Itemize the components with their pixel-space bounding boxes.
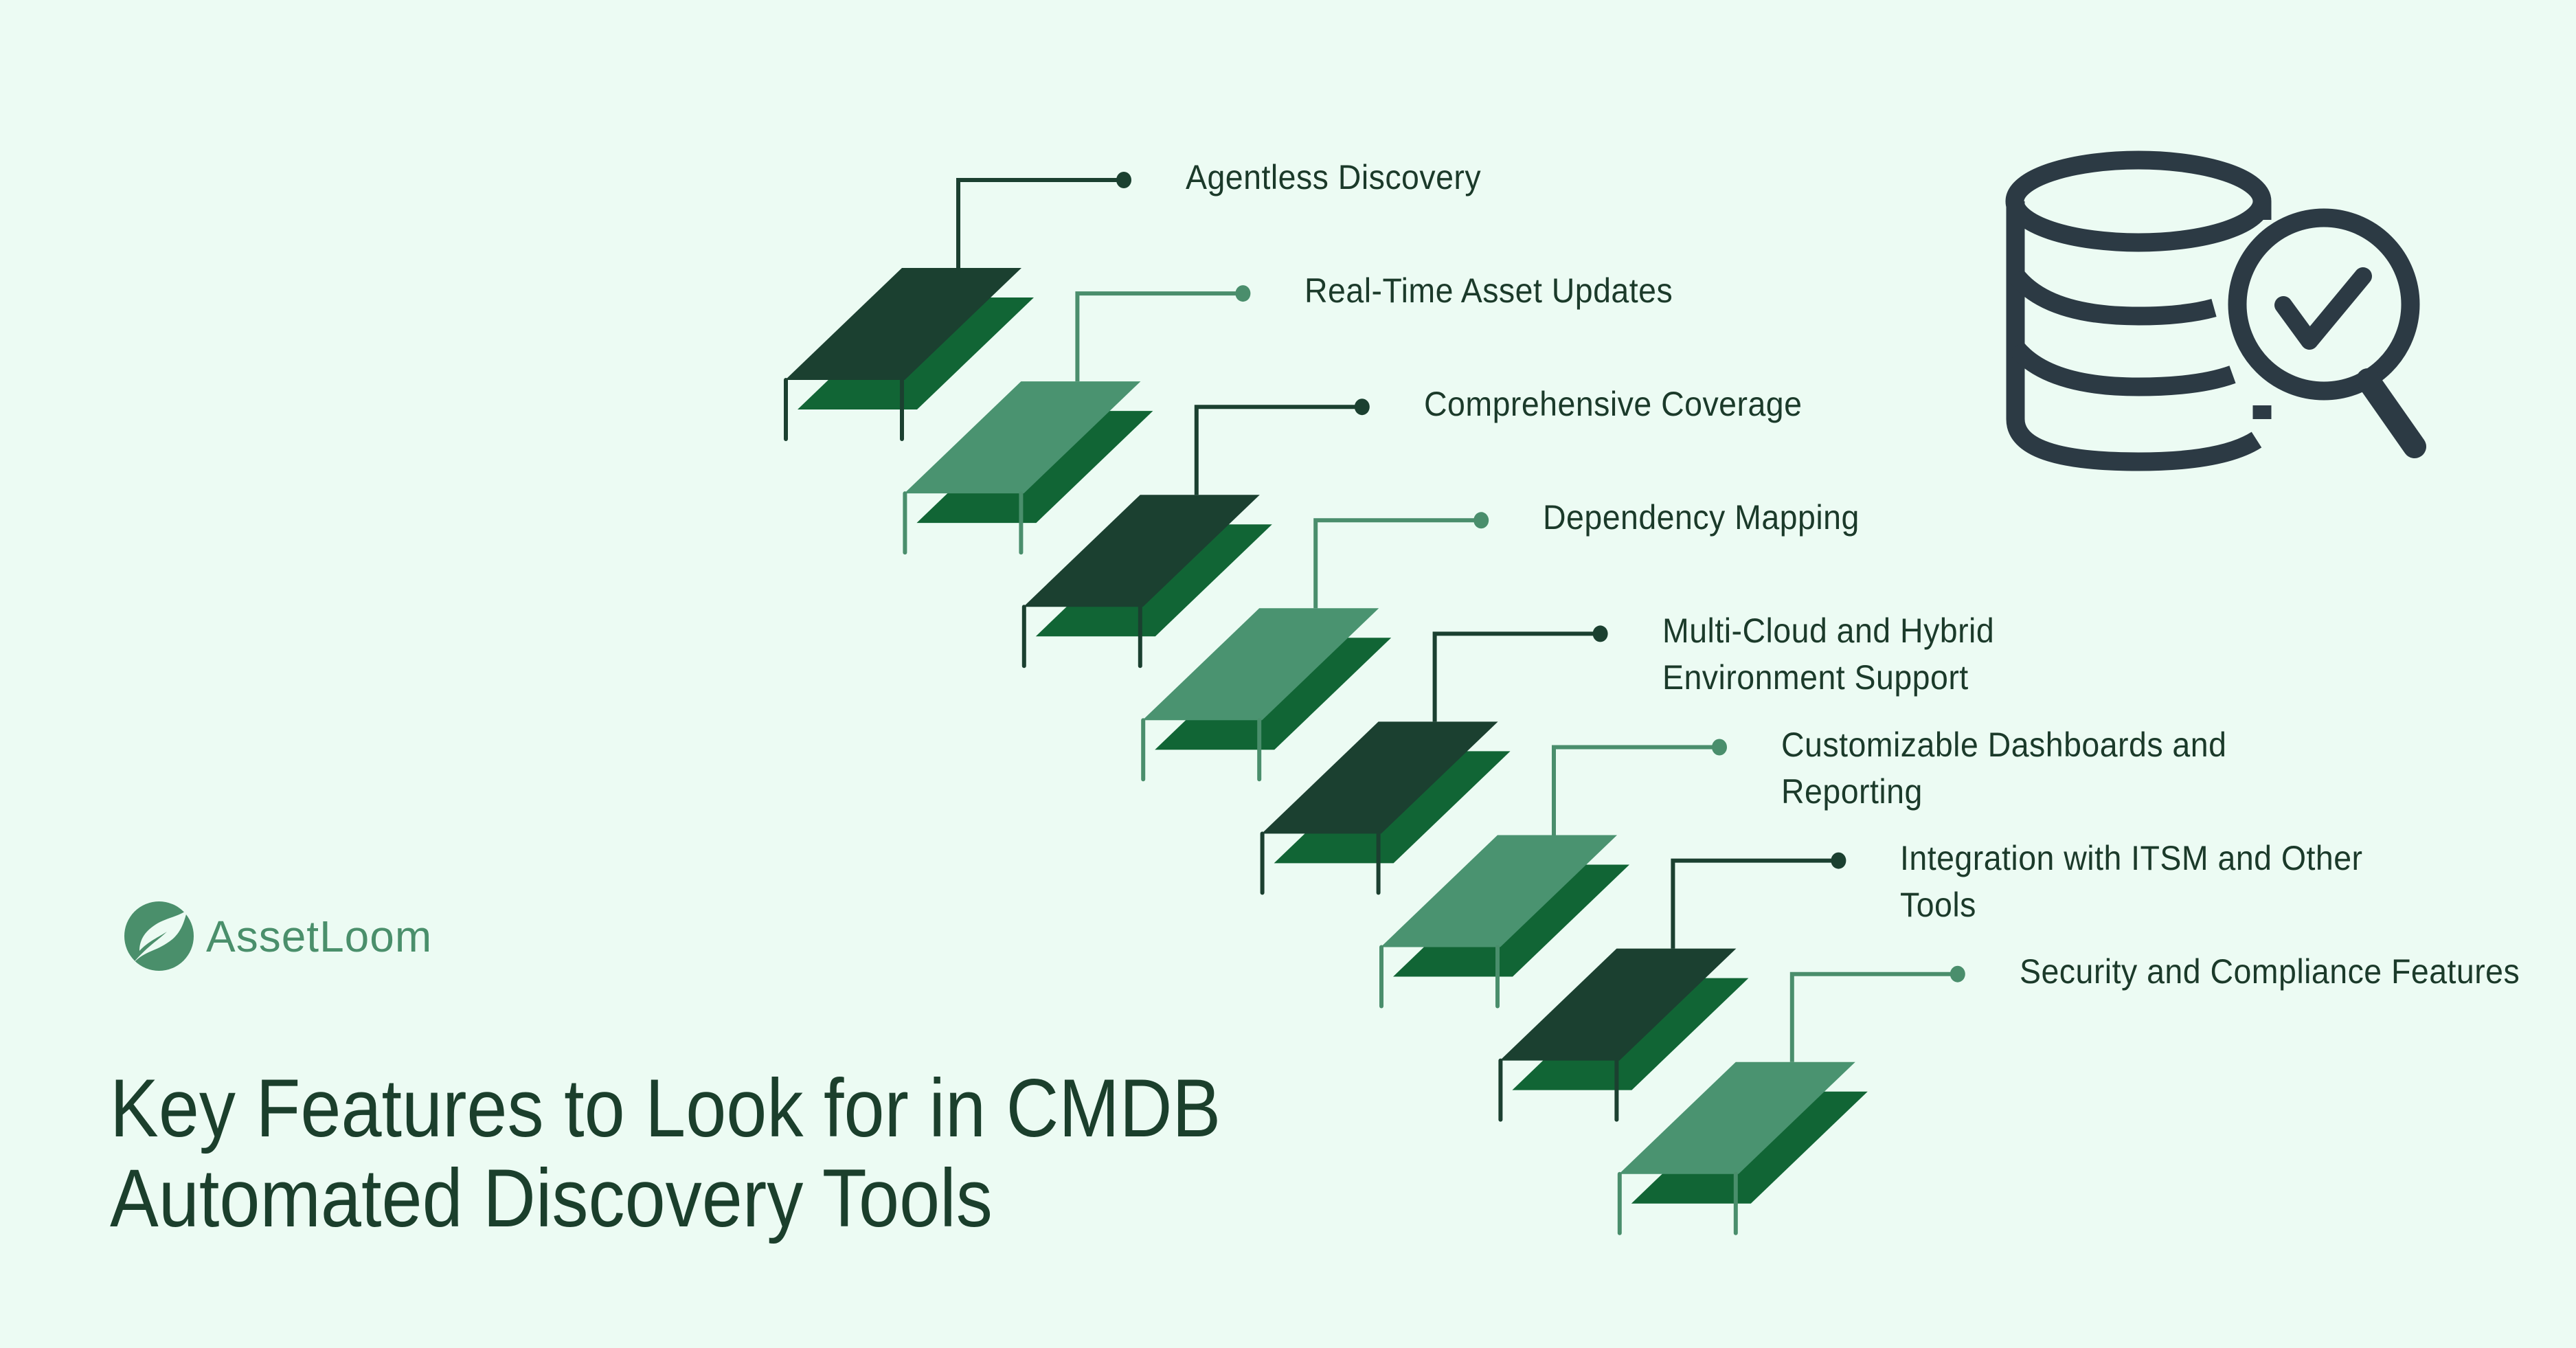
step-label-line: Comprehensive Coverage [1423,385,1803,424]
leaf-circle-icon [124,901,194,971]
step-label-line: Multi-Cloud and Hybrid [1662,611,1994,651]
step-2 [903,285,1251,555]
step-top [1142,608,1379,721]
step-label-line: Security and Compliance Features [2019,952,2520,991]
step-connector [1075,291,1243,382]
brand-logo: AssetLoom [124,901,432,971]
step-label-line: Agentless Discovery [1186,158,1482,196]
magnifier-handle [2356,368,2426,458]
step-label-line: Environment Support [1662,658,1969,697]
page-title: Key Features to Look for in CMDB Automat… [110,1064,1221,1244]
step-connector-dot [1950,965,1965,982]
step-label-line: Real-Time Asset Updates [1304,271,1673,311]
step-label-line: Tools [1900,885,1977,924]
step-connector [1671,858,1839,949]
step-3 [1021,398,1370,669]
step-connector-dot [1592,625,1608,642]
step-label-line: Integration with ITSM and Other [1900,838,2363,877]
step-connector-dot [1831,852,1846,869]
database-body [2006,201,2262,471]
step-label-8: Security and Compliance Features [2020,948,2520,995]
step-top [1261,721,1498,834]
step-label-1: Agentless Discovery [1186,154,1481,201]
step-connector [1313,518,1482,609]
step-1 [784,172,1131,441]
step-label-line: Dependency Mapping [1543,498,1860,537]
step-connector-dot [1354,398,1370,416]
steps-layer [784,172,1965,1235]
step-connector-dot [1116,172,1131,188]
database-search-check-icon [2005,150,2426,471]
step-connector [1194,405,1362,495]
step-top [785,268,1021,380]
step-4 [1141,512,1489,782]
step-connector-dot [1235,285,1251,302]
step-8 [1617,965,1965,1235]
page-title-line-1: Key Features to Look for in CMDB [110,1062,1221,1154]
step-7 [1498,852,1846,1122]
magnifier-ring [2228,208,2420,401]
step-top [904,381,1141,494]
step-connector [956,178,1124,268]
step-label-3: Comprehensive Coverage [1424,381,1802,427]
step-connector-dot [1712,739,1727,756]
page-title-line-2: Automated Discovery Tools [110,1152,993,1244]
step-top [1500,948,1737,1061]
step-top [1618,1061,1855,1174]
check-mark-icon [2274,267,2372,350]
step-connector-dot [1473,512,1489,529]
database-band-2 [2008,341,2236,396]
database-band-1 [2008,269,2217,326]
step-6 [1379,739,1727,1009]
database-top-ellipse [2005,150,2272,252]
step-label-4: Dependency Mapping [1543,494,1860,541]
step-connector [1432,631,1601,722]
step-top [1023,495,1260,607]
step-top [1381,835,1617,947]
step-label-line: Customizable Dashboards and [1781,725,2227,764]
step-connector [1789,971,1958,1062]
step-5 [1260,625,1608,895]
brand-name: AssetLoom [206,911,433,961]
step-connector [1552,745,1719,835]
step-label-2: Real-Time Asset Updates [1304,267,1673,314]
step-label-line: Reporting [1781,772,1923,811]
